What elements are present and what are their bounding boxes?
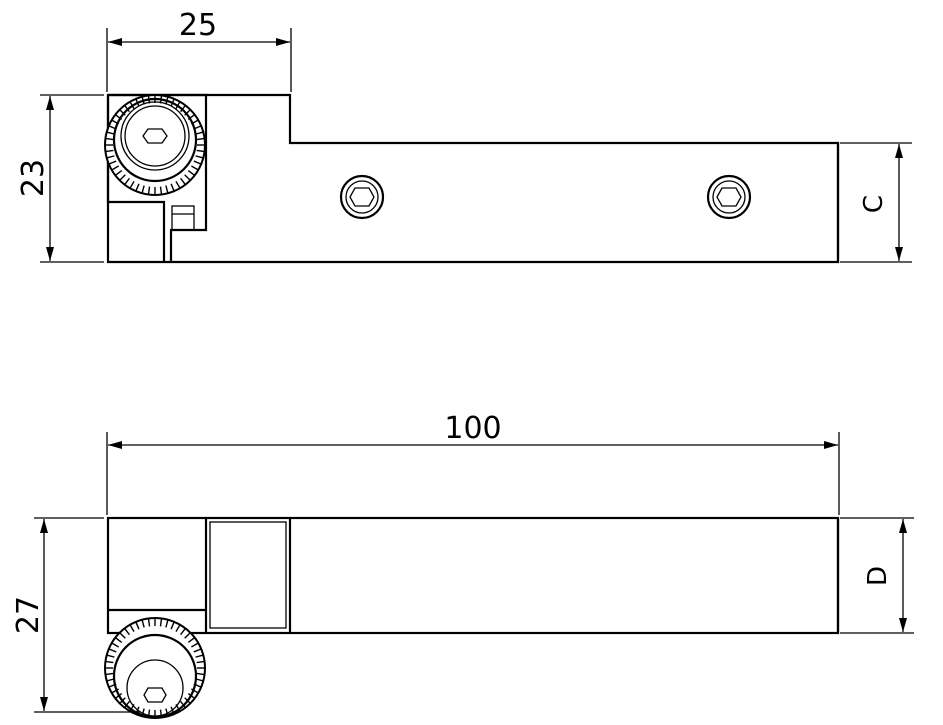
knurl-tooth <box>196 149 205 153</box>
knurl-tooth <box>196 672 205 676</box>
mounting-hole-right <box>706 174 752 220</box>
dim-width-label: 25 <box>179 8 217 43</box>
knurl-tooth <box>180 104 186 113</box>
bottom-view: 100 27 D <box>11 411 914 719</box>
knurl-tooth <box>108 160 117 165</box>
knurl-tooth <box>105 672 114 676</box>
knurl-tooth <box>191 688 199 694</box>
knurl-tooth <box>111 165 119 171</box>
knurl-tooth <box>175 181 181 189</box>
knurled-knob-top <box>104 94 206 196</box>
dimension-27: 27 <box>11 517 140 713</box>
knurled-knob-bottom <box>104 617 206 719</box>
dim-height-label: 23 <box>16 159 51 197</box>
knurl-tooth <box>119 174 126 181</box>
dimension-C: C <box>840 142 912 263</box>
mounting-hole-left <box>339 174 385 220</box>
knurl-tooth <box>129 181 135 189</box>
knurl-tooth <box>195 654 204 658</box>
knurl-tooth <box>147 186 151 195</box>
knurl-tooth <box>175 624 181 632</box>
knurl-tooth <box>187 170 196 176</box>
knurl-tooth <box>159 186 163 195</box>
knurl-tooth <box>135 183 140 192</box>
knurl-tooth <box>180 627 186 636</box>
top-view: 25 23 C <box>16 8 912 264</box>
knurl-tooth <box>147 618 151 627</box>
knurl-tooth <box>165 185 169 194</box>
knurl-tooth <box>106 131 115 135</box>
knurl-tooth <box>135 621 140 630</box>
knurl-tooth <box>105 660 114 664</box>
knurl-tooth <box>196 660 205 664</box>
knurl-tooth <box>191 165 199 171</box>
knurl-tooth <box>184 174 191 181</box>
knurl-tooth <box>193 160 202 165</box>
dim-length-label: 100 <box>444 411 501 446</box>
knurl-tooth <box>193 648 202 653</box>
dimension-100: 100 <box>106 411 840 515</box>
knurl-tooth <box>124 627 130 636</box>
knurl-tooth <box>111 688 119 694</box>
top-body-outline <box>106 93 840 264</box>
knurl-tooth <box>129 624 135 632</box>
knurl-tooth <box>114 637 123 643</box>
hex-socket-icon <box>142 128 168 144</box>
dimension-D: D <box>840 517 914 634</box>
knurl-tooth <box>170 183 175 192</box>
knurl-tooth <box>195 131 204 135</box>
knurl-tooth <box>187 637 196 643</box>
knurl-tooth <box>111 642 119 648</box>
knurl-tooth <box>159 618 163 627</box>
dimension-25: 25 <box>106 8 292 92</box>
clamp-pocket <box>209 521 287 629</box>
knurl-tooth <box>106 654 115 658</box>
knurl-tooth <box>184 632 191 639</box>
knurl-tooth <box>105 149 114 153</box>
knurl-tooth <box>170 621 175 630</box>
knurl-tooth <box>108 648 117 653</box>
knurl-tooth <box>119 632 126 639</box>
knurl-tooth <box>124 104 130 113</box>
dim-height-bottom-label: 27 <box>11 596 46 634</box>
knurl-tooth <box>141 185 145 194</box>
knurl-tooth <box>195 155 204 159</box>
knurl-tooth <box>196 137 205 141</box>
set-screw-small <box>171 205 195 231</box>
knurl-tooth <box>191 642 199 648</box>
knurl-tooth <box>124 177 130 186</box>
dim-d-label: D <box>863 566 893 586</box>
knurl-tooth <box>165 619 169 628</box>
hex-socket-icon-bottom <box>143 687 167 703</box>
knurl-tooth <box>114 170 123 176</box>
bottom-body-outline <box>106 516 840 635</box>
knurl-tooth <box>180 177 186 186</box>
knurl-tooth <box>106 155 115 159</box>
knurl-tooth <box>105 137 114 141</box>
dim-c-label: C <box>859 195 889 213</box>
dimension-23: 23 <box>16 94 104 263</box>
knurl-tooth <box>141 619 145 628</box>
